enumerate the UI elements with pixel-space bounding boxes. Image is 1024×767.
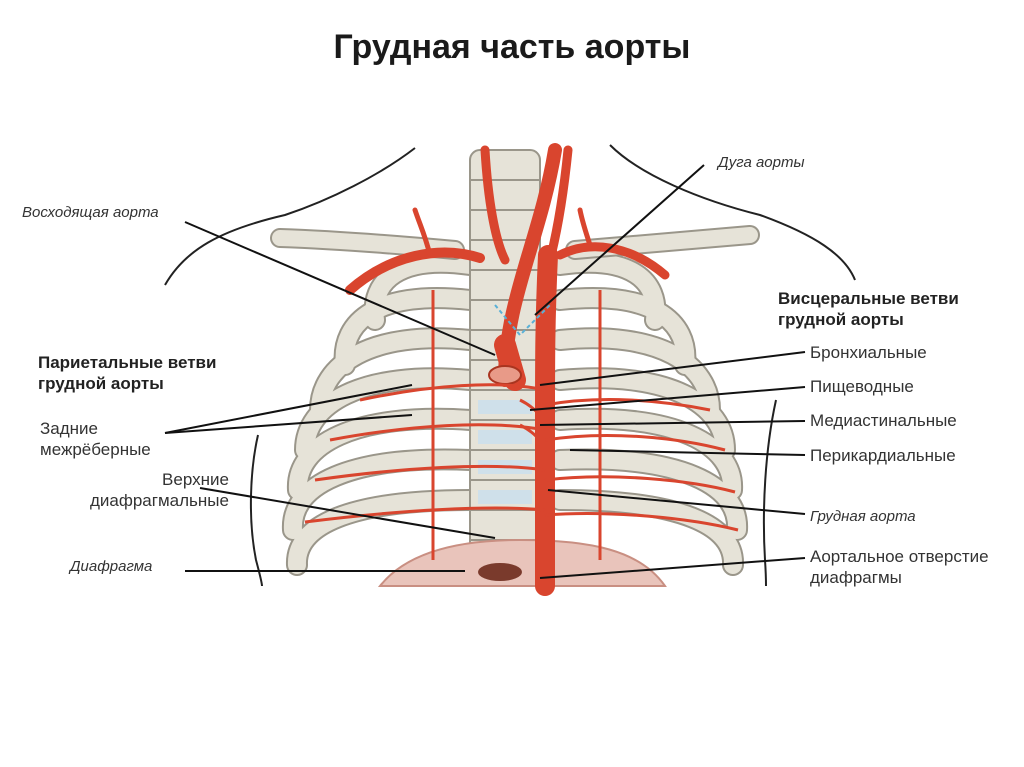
label-aortic-arch: Дуга аорты — [718, 152, 805, 173]
aorta-root — [489, 366, 521, 384]
diaphragm-shape — [380, 540, 665, 586]
label-esophageal: Пищеводные — [810, 376, 914, 397]
label-thoracic-aorta: Грудная аорта — [810, 506, 916, 527]
label-superior-phrenic: Верхние диафрагмальные — [90, 469, 229, 511]
parietal-branches-header: Париетальные ветви грудной аорты — [38, 352, 216, 394]
label-pericardial: Перикардиальные — [810, 445, 956, 466]
label-aortic-hiatus: Аортальное отверстие диафрагмы — [810, 546, 989, 588]
visceral-branches-header: Висцеральные ветви грудной аорты — [778, 288, 959, 330]
label-mediastinal: Медиастинальные — [810, 410, 957, 431]
label-bronchial: Бронхиальные — [810, 342, 927, 363]
label-ascending-aorta: Восходящая аорта — [22, 202, 159, 223]
label-posterior-intercostal: Задние межрёберные — [40, 418, 151, 460]
label-diaphragm: Диафрагма — [70, 556, 152, 577]
